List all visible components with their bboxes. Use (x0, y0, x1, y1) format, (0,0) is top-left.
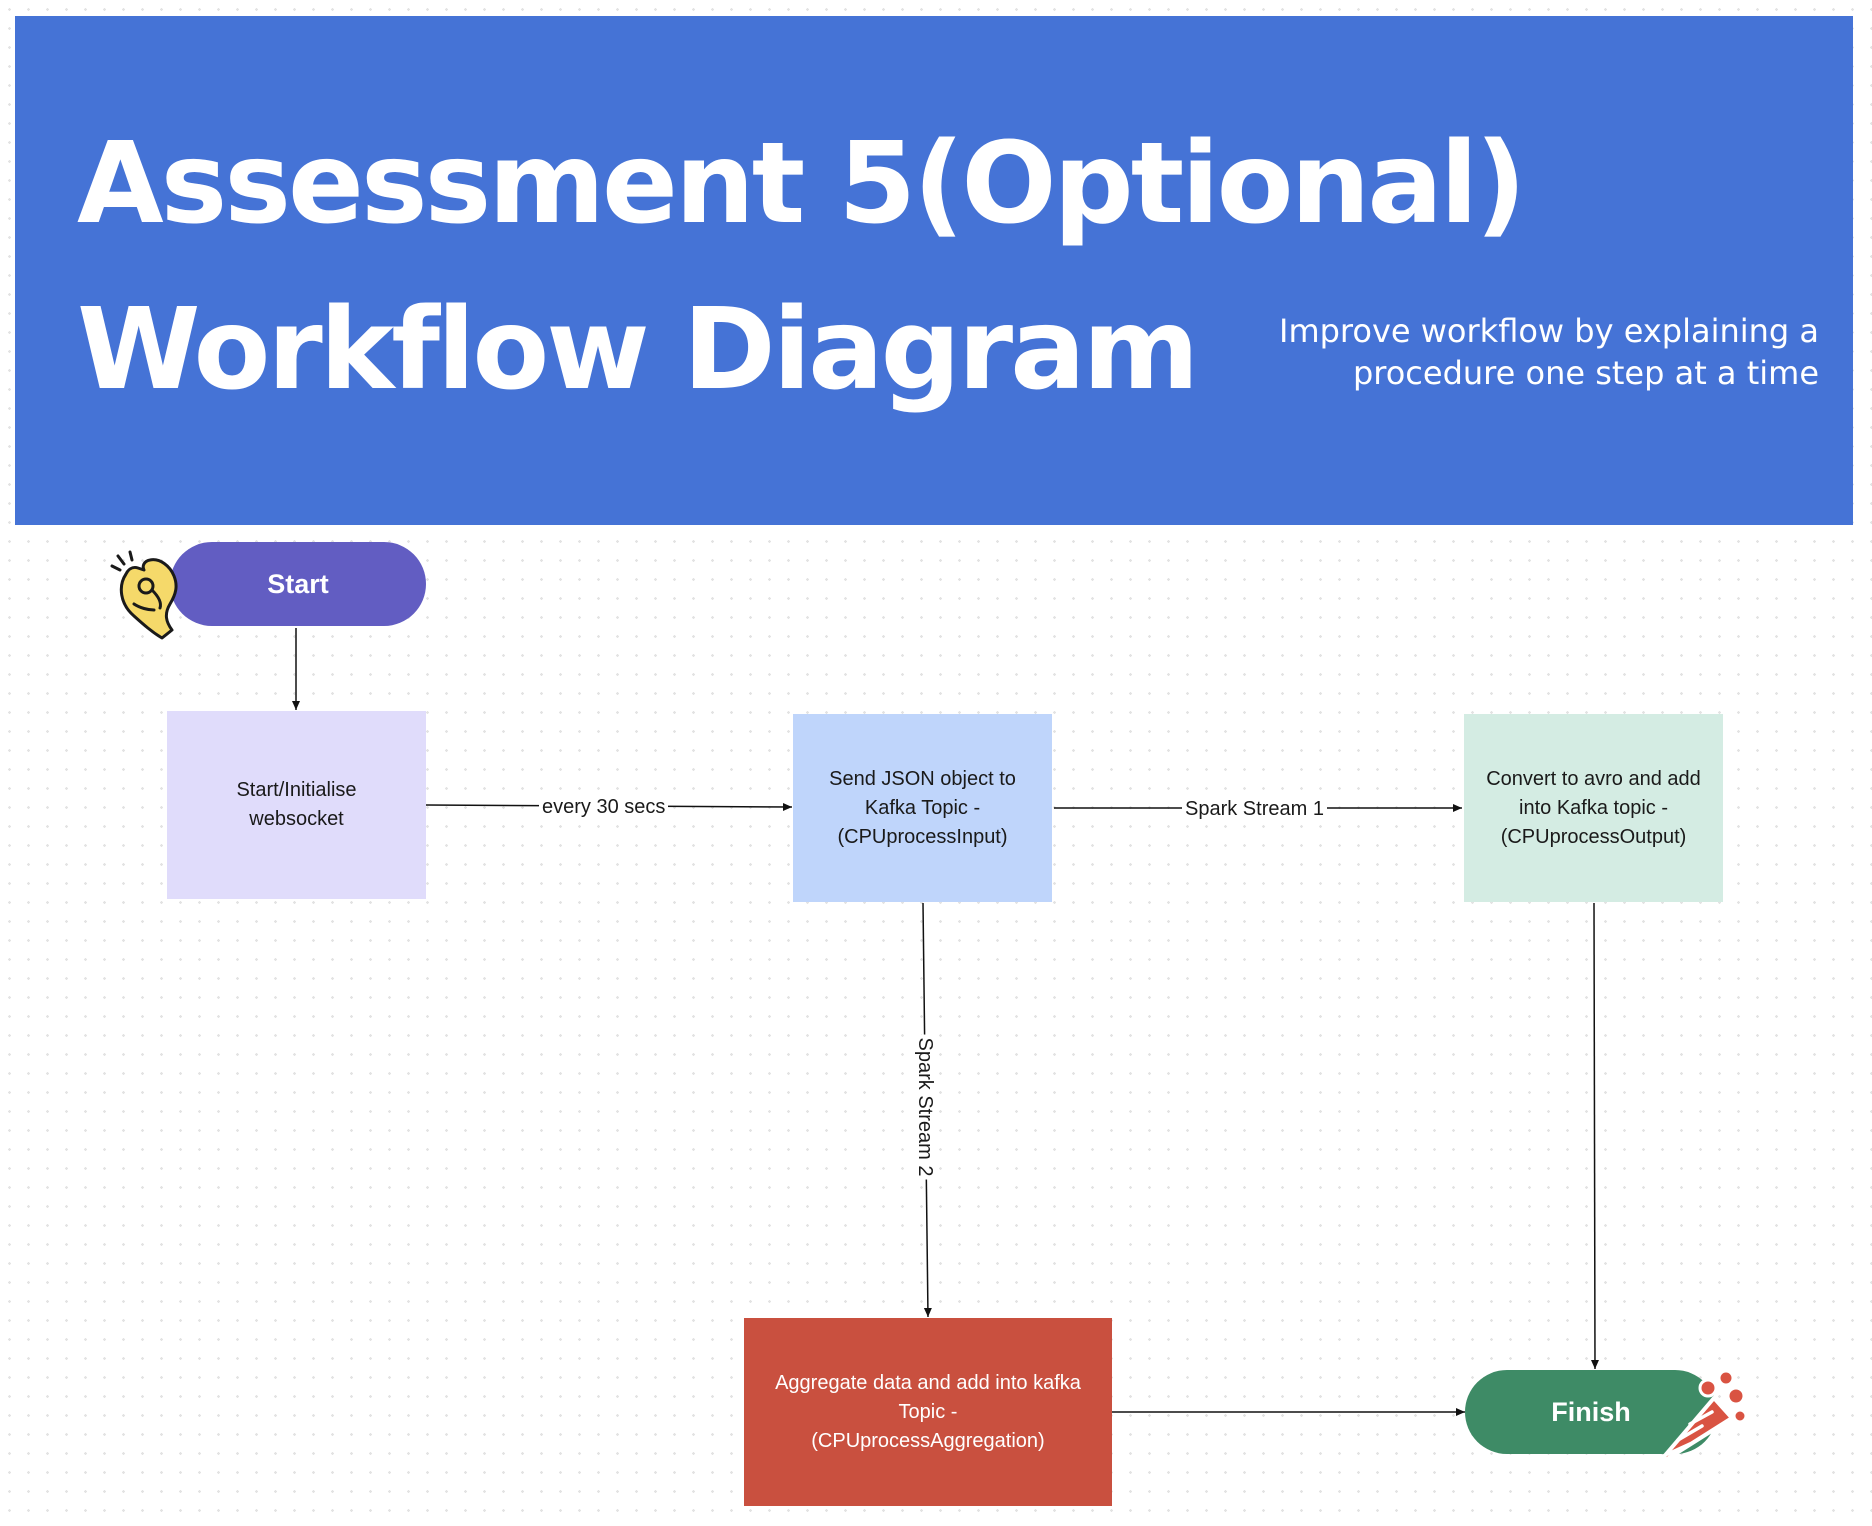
start-terminal[interactable]: Start (170, 542, 426, 626)
start-label: Start (267, 568, 329, 599)
node-aggregate-label: Aggregate data and add into kafka Topic … (775, 1371, 1081, 1452)
finish-terminal[interactable]: Finish (1465, 1370, 1717, 1454)
node-convert-label: Convert to avro and add into Kafka topic… (1486, 767, 1701, 848)
page-subtitle: Improve workflow by explaining a procedu… (1279, 312, 1819, 392)
header-banner: Assessment 5(Optional) Workflow Diagram … (15, 16, 1853, 525)
finish-label: Finish (1551, 1396, 1631, 1427)
edge-label-every-30-secs: every 30 secs (539, 795, 669, 819)
party-popper-icon (1644, 1368, 1750, 1474)
edge-convert-to-finish (1590, 902, 1599, 1370)
page-title-line2: Workflow Diagram (77, 285, 1199, 415)
node-initialise-websocket[interactable]: Start/Initialise websocket (167, 711, 426, 899)
node-initialise-label: Start/Initialise websocket (236, 779, 357, 830)
node-convert-avro[interactable]: Convert to avro and add into Kafka topic… (1464, 714, 1723, 902)
node-send-json-label: Send JSON object to Kafka Topic - (CPUpr… (829, 767, 1016, 848)
ok-hand-icon (104, 546, 204, 646)
edge-label-spark-stream-1: Spark Stream 1 (1182, 797, 1327, 821)
edge-label-spark-stream-2: Spark Stream 2 (913, 1034, 937, 1180)
node-send-json[interactable]: Send JSON object to Kafka Topic - (CPUpr… (793, 714, 1052, 902)
page-title-line1: Assessment 5(Optional) (77, 119, 1526, 249)
node-aggregate[interactable]: Aggregate data and add into kafka Topic … (744, 1318, 1112, 1506)
